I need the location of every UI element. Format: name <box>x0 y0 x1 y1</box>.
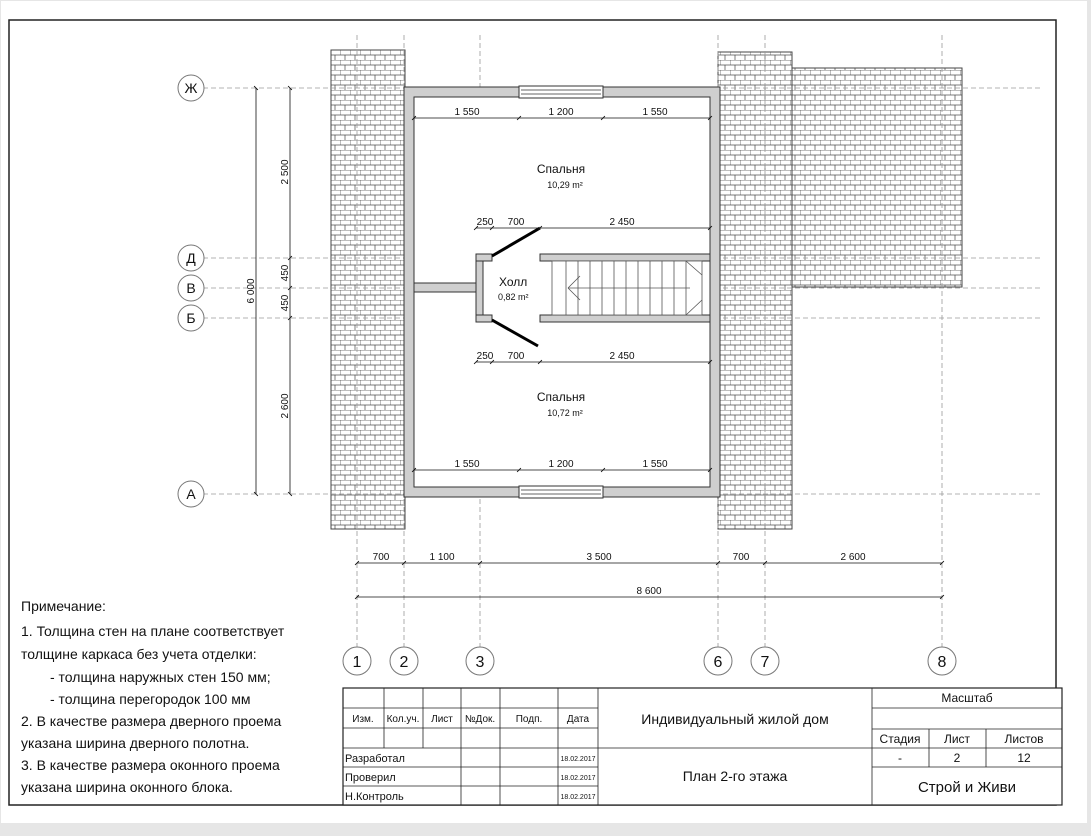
stamp-header: Кол.уч. <box>387 714 420 725</box>
axis-label: 8 <box>938 654 947 671</box>
vertical-dimensions <box>253 85 290 497</box>
dim-label: 1 550 <box>454 459 479 470</box>
dim-label: 450 <box>280 264 291 281</box>
dim-label: 2 450 <box>609 351 634 362</box>
note-line: - толщина перегородок 100 мм <box>50 691 251 707</box>
dim-label: 700 <box>508 217 525 228</box>
note-line: 3. В качестве размера оконного проема <box>21 757 280 773</box>
stamp-date: 18.02.2017 <box>560 775 595 782</box>
lower-door <box>491 318 539 348</box>
axis-label: 7 <box>761 654 770 671</box>
windows <box>518 85 604 499</box>
stamp-role: Проверил <box>345 772 396 784</box>
room-area: 10,29 m² <box>547 180 583 190</box>
dim-label: 1 200 <box>548 459 573 470</box>
axis-label: Ж <box>185 80 198 96</box>
note-line: - толщина наружных стен 150 мм; <box>50 669 271 685</box>
room-area: 0,82 m² <box>498 292 529 302</box>
horizontal-dimensions <box>354 563 945 600</box>
dim-label: 8 600 <box>636 586 661 597</box>
room-name: Спальня <box>537 162 585 176</box>
sheet-value: 2 <box>954 751 961 765</box>
axis-label: Б <box>186 310 195 326</box>
dim-label: 1 550 <box>454 107 479 118</box>
axis-label: 6 <box>714 654 723 671</box>
note-line: 1. Толщина стен на плане соответствует <box>21 623 285 639</box>
project-title: Индивидуальный жилой дом <box>641 711 828 727</box>
room-area: 10,72 m² <box>547 408 583 418</box>
dim-label: 450 <box>280 294 291 311</box>
upper-door <box>491 226 541 258</box>
axis-label: В <box>186 280 195 296</box>
room-name: Холл <box>499 275 527 289</box>
stamp-header: Лист <box>431 714 453 725</box>
stage-label: Стадия <box>880 732 921 746</box>
sheets-label: Листов <box>1005 732 1044 746</box>
dim-label: 2 500 <box>280 159 291 184</box>
dim-label: 3 500 <box>586 552 611 563</box>
lower-roof-hatch <box>791 67 963 288</box>
stamp-header: Дата <box>567 714 590 725</box>
scale-label: Масштаб <box>941 691 992 705</box>
note-line: толщине каркаса без учета отделки: <box>21 646 257 662</box>
sheets-value: 12 <box>1017 751 1031 765</box>
sheet-label: Лист <box>944 732 971 746</box>
title-block: Изм. Кол.уч. Лист №Док. Подп. Дата Индив… <box>342 687 1063 806</box>
left-roof-hatch <box>330 49 406 530</box>
horizontal-dimension-labels: 700 1 100 3 500 700 2 600 8 600 <box>373 552 866 597</box>
stamp-role: Разработал <box>345 753 405 765</box>
axis-label: 3 <box>476 654 485 671</box>
plan-name: План 2-го этажа <box>683 768 788 784</box>
axis-label: А <box>186 486 196 502</box>
stamp-header: Изм. <box>352 714 373 725</box>
axis-label: 2 <box>400 654 409 671</box>
dim-label: 250 <box>477 217 494 228</box>
stamp-header: №Док. <box>465 714 495 725</box>
dim-label: 700 <box>733 552 750 563</box>
interior-dimension-labels: 1 550 1 200 1 550 1 550 1 200 1 550 250 … <box>454 107 667 470</box>
dim-label: 1 200 <box>548 107 573 118</box>
vertical-dimension-labels: 2 500 450 450 2 600 6 000 <box>246 159 291 418</box>
stage-value: - <box>898 751 902 765</box>
dim-label: 700 <box>373 552 390 563</box>
stamp-role: Н.Контроль <box>345 791 404 803</box>
room-name: Спальня <box>537 390 585 404</box>
dim-label: 2 600 <box>280 393 291 418</box>
dim-label: 1 100 <box>429 552 454 563</box>
dim-label: 1 550 <box>642 459 667 470</box>
dim-label: 6 000 <box>246 278 257 303</box>
row-axis-markers: Ж Д В Б А <box>177 74 205 508</box>
interior-dimensions <box>411 118 713 470</box>
dim-label: 2 450 <box>609 217 634 228</box>
stamp-date: 18.02.2017 <box>560 756 595 763</box>
dim-label: 2 600 <box>840 552 865 563</box>
note-line: 2. В качестве размера дверного проема <box>21 713 282 729</box>
note-line: указана ширина дверного полотна. <box>21 735 250 751</box>
company-name: Строй и Живи <box>918 779 1016 796</box>
stamp-date: 18.02.2017 <box>560 794 595 801</box>
note-line: указана ширина оконного блока. <box>21 779 233 795</box>
notes-heading: Примечание: <box>21 598 106 614</box>
staircase <box>551 260 703 316</box>
stamp-header: Подп. <box>516 714 543 725</box>
room-labels: Спальня 10,29 m² Холл 0,82 m² Спальня 10… <box>498 162 585 418</box>
axis-label: Д <box>186 250 196 266</box>
dim-label: 700 <box>508 351 525 362</box>
dim-label: 250 <box>477 351 494 362</box>
axis-label: 1 <box>353 654 362 671</box>
dim-label: 1 550 <box>642 107 667 118</box>
column-axis-markers: 1 2 3 6 7 8 <box>342 646 957 676</box>
right-roof-hatch <box>717 51 793 530</box>
